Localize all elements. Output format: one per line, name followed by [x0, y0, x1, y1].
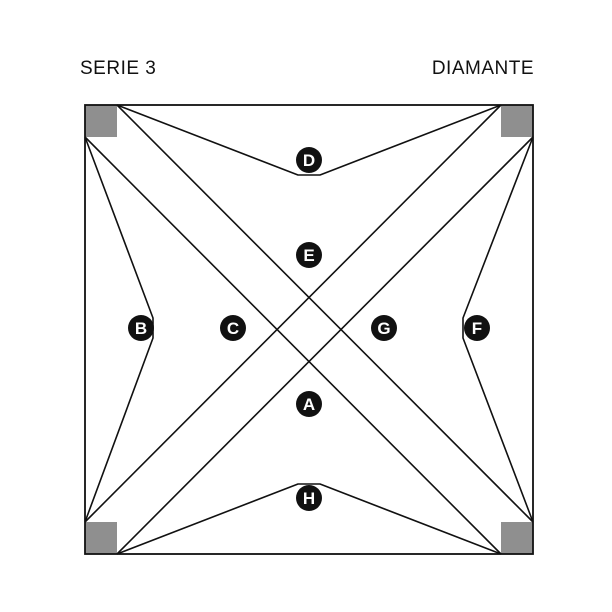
marker-b-label: B	[135, 319, 147, 338]
pattern-name: DIAMANTE	[431, 58, 534, 79]
line-right-v	[462, 136, 534, 523]
marker-a: A	[296, 391, 322, 417]
marker-c-label: C	[227, 319, 239, 338]
line-bottom-v	[116, 483, 502, 555]
line-diag-1	[84, 136, 502, 555]
series-label: SERIE 3	[80, 58, 157, 79]
marker-g-label: G	[377, 319, 390, 338]
marker-d-label: D	[303, 151, 315, 170]
corner-square-bottom-left	[85, 522, 117, 554]
marker-h: H	[296, 485, 322, 511]
line-diag-4	[84, 104, 502, 523]
marker-f-label: F	[472, 319, 482, 338]
marker-g: G	[371, 315, 397, 341]
corner-square-top-right	[501, 105, 533, 137]
marker-e: E	[296, 242, 322, 268]
marker-e-label: E	[303, 246, 314, 265]
marker-b: B	[128, 315, 154, 341]
outer-frame	[84, 104, 534, 555]
marker-h-label: H	[303, 489, 315, 508]
marker-c: C	[220, 315, 246, 341]
line-diag-2	[116, 136, 534, 555]
line-diag-3	[116, 104, 534, 523]
marker-a-label: A	[303, 395, 315, 414]
line-top-v	[116, 104, 502, 176]
corner-square-top-left	[85, 105, 117, 137]
corner-square-bottom-right	[501, 522, 533, 554]
marker-f: F	[464, 315, 490, 341]
marker-d: D	[296, 147, 322, 173]
